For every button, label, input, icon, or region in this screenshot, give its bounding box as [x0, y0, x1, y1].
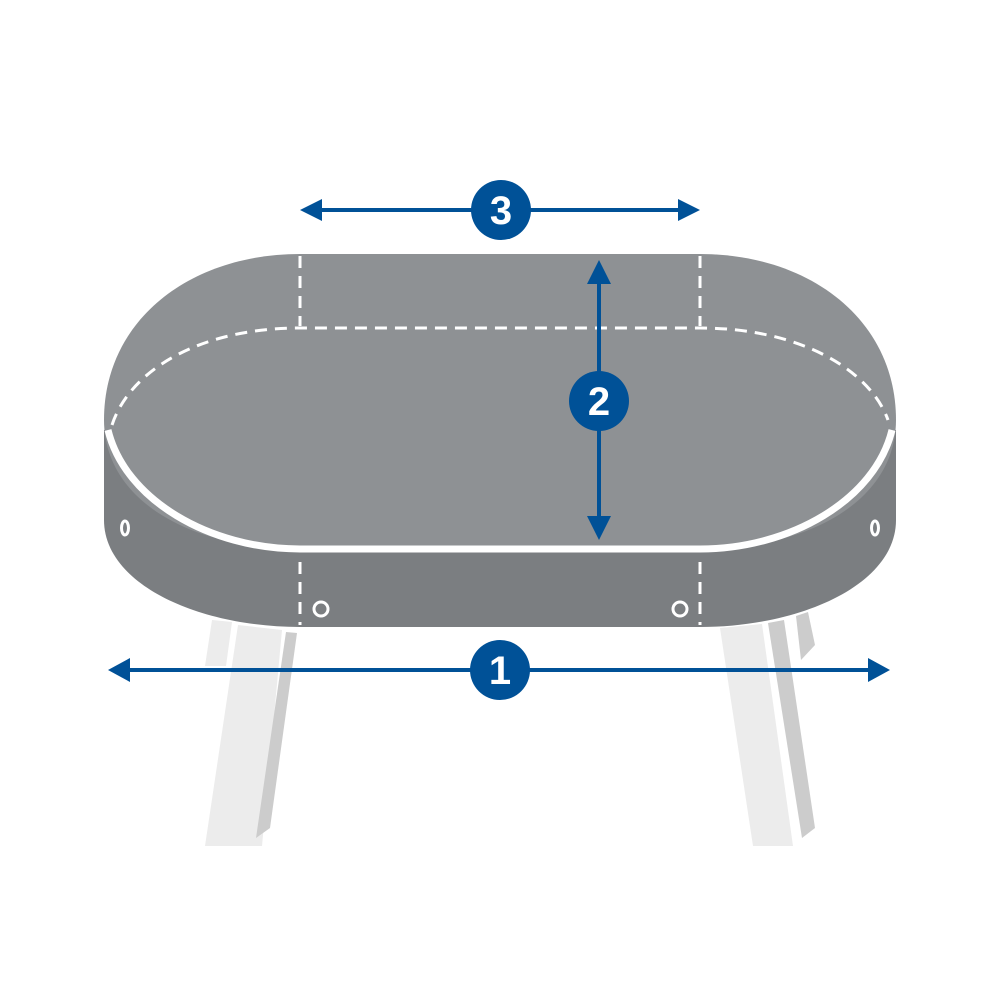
legs — [205, 612, 815, 846]
grommets — [120, 519, 880, 618]
dashed-guides — [110, 256, 890, 625]
leg-front-right-shade — [768, 620, 815, 838]
grommet-side-left — [120, 519, 130, 537]
arrow-right-icon — [678, 199, 700, 221]
leg-front-left — [205, 625, 282, 846]
arrow-left-icon — [108, 658, 130, 682]
arrow-right-icon — [868, 658, 890, 682]
arrow-up-icon — [587, 260, 611, 284]
grommet-front-left — [312, 600, 330, 618]
seat-rim — [104, 429, 896, 553]
dimension-2-badge — [569, 371, 629, 431]
grommet-side-right — [870, 519, 880, 537]
dimension-1-badge — [470, 640, 530, 700]
dimension-1-label: 1 — [489, 649, 511, 693]
leg-front-left-shade — [256, 632, 297, 838]
dimension-3: 3 — [300, 180, 700, 240]
dimension-3-label: 3 — [490, 189, 512, 233]
arrow-down-icon — [587, 516, 611, 540]
seat-top — [104, 254, 896, 549]
leg-back-right — [796, 612, 815, 660]
leg-back-left — [205, 620, 232, 666]
leg-front-right — [720, 624, 793, 846]
dimension-1: 1 — [108, 640, 890, 700]
dimension-2: 2 — [569, 260, 629, 540]
dimension-3-badge — [471, 180, 531, 240]
arrow-left-icon — [300, 199, 322, 221]
top-inner-ellipse — [110, 326, 890, 426]
dimension-2-label: 2 — [588, 380, 610, 424]
grommet-front-right — [671, 600, 689, 618]
